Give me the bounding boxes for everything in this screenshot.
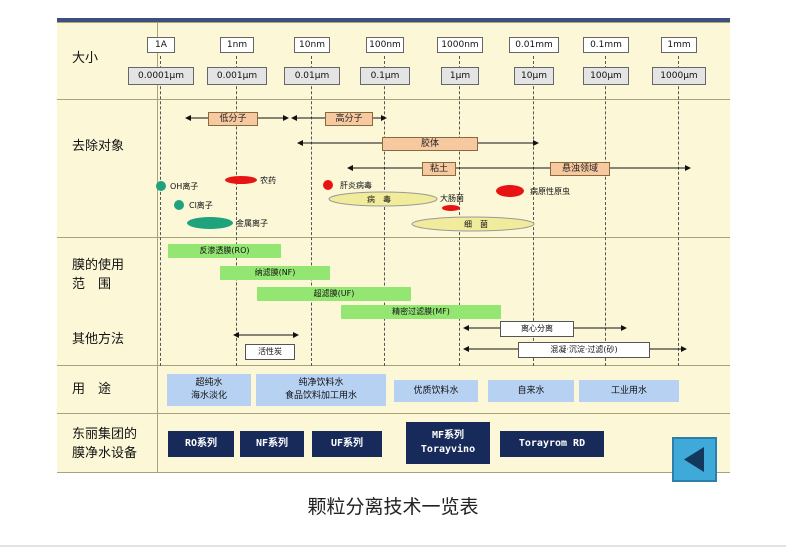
metal-ion-label: 金属离子 xyxy=(236,219,268,228)
use-tap-water: 自来水 xyxy=(488,380,574,402)
clay-label: 粘土 xyxy=(422,162,456,176)
row-label-equipment-2: 膜净水设备 xyxy=(72,446,138,461)
scale-top-label: 1mm xyxy=(661,37,697,53)
scale-top-label: 10nm xyxy=(294,37,330,53)
bacteria-marker xyxy=(411,216,535,232)
use-ultrapure-line1: 超纯水 xyxy=(195,378,223,388)
row-divider xyxy=(57,365,730,366)
colloid-label: 胶体 xyxy=(382,137,478,151)
use-industrial: 工业用水 xyxy=(579,380,679,402)
carbon-label: 活性炭 xyxy=(245,344,295,360)
coagulation-label: 混凝·沉淀·过滤(砂) xyxy=(518,342,650,358)
scale-line xyxy=(459,56,460,366)
use-pure-drink-line2: 食品饮料加工用水 xyxy=(284,391,357,401)
use-ultrapure-line2: 海水淡化 xyxy=(190,391,227,401)
row-divider xyxy=(57,99,730,100)
scale-line xyxy=(678,56,679,366)
pathogenic-marker xyxy=(496,185,524,197)
use-pure-drink-line1: 纯净饮料水 xyxy=(298,378,344,388)
equipment-ro: RO系列 xyxy=(168,431,234,457)
row-divider xyxy=(57,22,730,23)
diagram-caption: 颗粒分离技术一览表 xyxy=(307,496,479,518)
row-label-other: 其他方法 xyxy=(72,332,125,347)
ro-membrane-bar: 反渗透膜(RO) xyxy=(168,244,281,258)
scale-bottom-label: 1000μm xyxy=(652,67,706,85)
centrifuge-label: 离心分离 xyxy=(500,321,574,337)
virus-marker xyxy=(328,191,438,207)
scale-bottom-label: 1μm xyxy=(441,67,479,85)
bacteria-label: 细 菌 xyxy=(464,220,488,229)
previous-slide-button[interactable] xyxy=(672,437,717,482)
use-quality-drink: 优质饮料水 xyxy=(394,380,478,402)
oh-ion-label: OH离子 xyxy=(170,182,199,191)
scale-bottom-label: 0.0001μm xyxy=(128,67,194,85)
equipment-nf: NF系列 xyxy=(240,431,304,457)
scale-top-label: 0.01mm xyxy=(509,37,559,53)
row-label-membrane-2: 范 围 xyxy=(72,277,112,292)
metal-ion-marker xyxy=(187,217,233,229)
virus-label: 病 毒 xyxy=(367,195,391,204)
use-ultrapure: 超纯水 海水淡化 xyxy=(167,374,251,406)
equipment-uf: UF系列 xyxy=(312,431,382,457)
row-label-size: 大小 xyxy=(72,51,99,66)
ecoli-label: 大肠菌 xyxy=(440,194,464,203)
nf-membrane-bar: 纳滤膜(NF) xyxy=(220,266,330,280)
row-divider xyxy=(57,237,730,238)
uf-membrane-bar: 超滤膜(UF) xyxy=(257,287,411,301)
hepatitis-marker xyxy=(323,180,333,190)
equipment-mf-line1: MF系列 xyxy=(431,430,465,441)
scale-line xyxy=(236,56,237,366)
scale-line xyxy=(311,56,312,366)
pesticide-marker xyxy=(225,176,257,184)
scale-bottom-label: 0.1μm xyxy=(360,67,410,85)
cl-ion-marker xyxy=(174,200,184,210)
pesticide-label: 农药 xyxy=(260,176,276,185)
row-label-membrane: 膜的使用 xyxy=(72,258,125,273)
scale-top-label: 1000nm xyxy=(437,37,483,53)
equipment-mf: MF系列 Torayvino xyxy=(406,422,490,464)
low-molecule-label: 低分子 xyxy=(208,112,258,126)
scale-bottom-label: 0.01μm xyxy=(284,67,340,85)
triangle-left-icon xyxy=(684,447,704,472)
oh-ion-marker xyxy=(156,181,166,191)
label-column-divider xyxy=(157,22,158,472)
ecoli-marker xyxy=(442,205,460,211)
row-divider xyxy=(57,472,730,473)
hepatitis-label: 肝炎病毒 xyxy=(340,181,372,190)
row-label-use: 用 途 xyxy=(72,382,112,397)
scale-line xyxy=(533,56,534,366)
scale-line xyxy=(384,56,385,366)
scale-bottom-label: 100μm xyxy=(583,67,629,85)
cl-ion-label: Cl离子 xyxy=(189,201,213,210)
pathogenic-label: 病原性原虫 xyxy=(530,187,570,196)
scale-top-label: 1A xyxy=(147,37,175,53)
scale-top-label: 0.1mm xyxy=(583,37,629,53)
scale-line xyxy=(160,56,161,366)
use-pure-drink: 纯净饮料水 食品饮料加工用水 xyxy=(256,374,386,406)
suspended-label: 悬浊领域 xyxy=(550,162,610,176)
equipment-rd: Torayrom RD xyxy=(500,431,604,457)
scale-top-label: 1nm xyxy=(220,37,254,53)
scale-bottom-label: 0.001μm xyxy=(207,67,267,85)
bottom-divider xyxy=(0,545,786,547)
mf-membrane-bar: 精密过滤膜(MF) xyxy=(341,305,501,319)
high-molecule-label: 高分子 xyxy=(325,112,373,126)
scale-line xyxy=(605,56,606,366)
row-label-equipment: 东丽集团的 xyxy=(72,427,138,442)
equipment-mf-line2: Torayvino xyxy=(420,444,476,455)
row-divider xyxy=(57,413,730,414)
row-label-target: 去除对象 xyxy=(72,139,125,154)
scale-bottom-label: 10μm xyxy=(514,67,554,85)
scale-top-label: 100nm xyxy=(366,37,404,53)
top-accent-bar xyxy=(57,18,730,23)
